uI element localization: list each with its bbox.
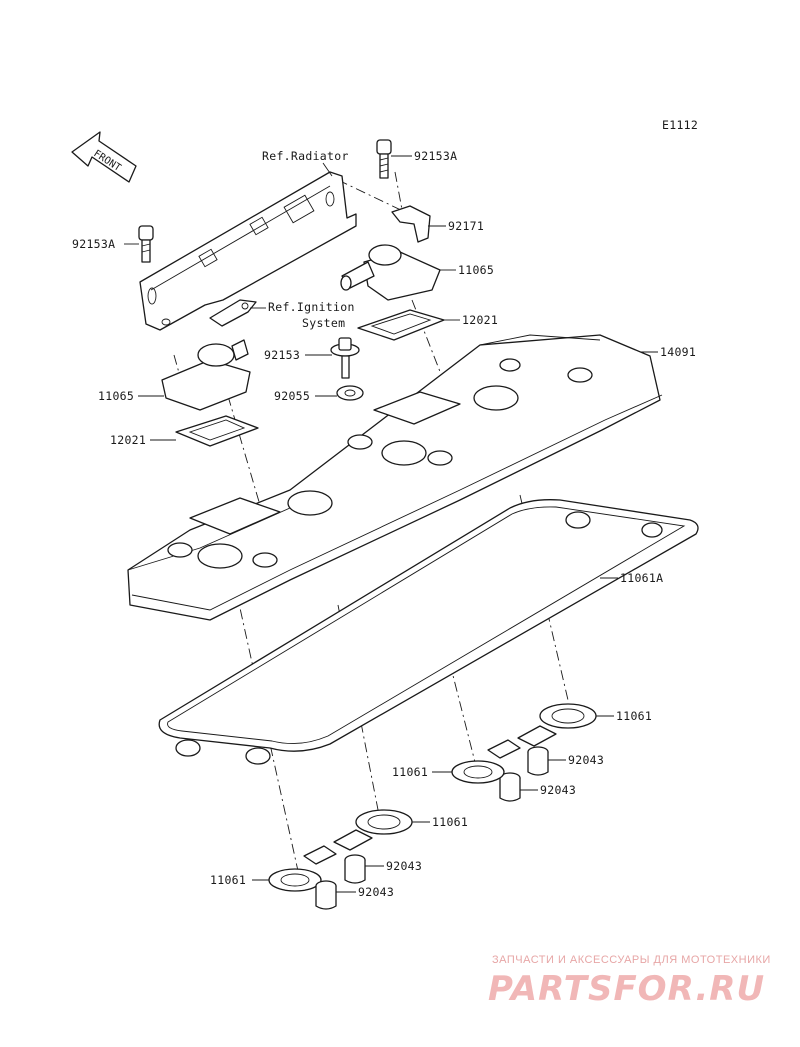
- diagram-code: E1112: [662, 118, 698, 132]
- part-label-92043-c: 92043: [386, 859, 422, 873]
- gasket-12021-left: [175, 415, 259, 447]
- part-label-11061-b: 11061: [392, 765, 428, 779]
- head-cover-14091: [127, 334, 663, 621]
- part-label-11061-c: 11061: [432, 815, 468, 829]
- collar-92043-c: [344, 854, 366, 884]
- part-label-92153A-left: 92153A: [72, 237, 115, 251]
- watermark-brand: PARTSFOR.RU: [488, 969, 765, 1009]
- leader-lines: [124, 155, 658, 893]
- seal-11061-c: [303, 809, 413, 865]
- bolt-92153A-top: [376, 139, 392, 179]
- part-label-92171: 92171: [448, 219, 484, 233]
- part-label-12021-right: 12021: [462, 313, 498, 327]
- collar-92043-b: [499, 772, 521, 802]
- part-label-11061A: 11061A: [620, 571, 663, 585]
- watermark-tagline: ЗАПЧАСТИ И АКСЕССУАРЫ ДЛЯ МОТОТЕХНИКИ: [492, 954, 771, 966]
- bolt-92153A-left: [138, 225, 154, 263]
- part-label-92055: 92055: [274, 389, 310, 403]
- part-label-14091: 14091: [660, 345, 696, 359]
- washer-92055: [336, 385, 364, 401]
- ignition-bracket: [209, 299, 257, 327]
- bolt-92153: [330, 337, 360, 379]
- ref-ignition-label-line1: Ref.Ignition: [268, 300, 355, 314]
- clip-92171: [391, 205, 431, 243]
- cap-11065-left: [161, 339, 251, 411]
- gasket-11061A: [158, 499, 699, 765]
- part-label-92153: 92153: [264, 348, 300, 362]
- part-label-12021-left: 12021: [110, 433, 146, 447]
- part-label-92153A-top: 92153A: [414, 149, 457, 163]
- part-label-92043-d: 92043: [358, 885, 394, 899]
- seal-11061-a: [487, 703, 597, 759]
- seal-11061-b: [451, 760, 505, 784]
- ref-ignition-label-line2: System: [302, 316, 345, 330]
- seal-11061-d: [268, 868, 322, 892]
- radiator-bracket: [139, 171, 357, 331]
- part-label-11065-right: 11065: [458, 263, 494, 277]
- part-label-92043-a: 92043: [568, 753, 604, 767]
- part-label-92043-b: 92043: [540, 783, 576, 797]
- front-arrow-icon: FRONT: [71, 131, 137, 183]
- collar-92043-a: [527, 746, 549, 776]
- gasket-12021-right: [357, 309, 445, 341]
- cap-11065-right: [340, 244, 441, 301]
- part-label-11061-a: 11061: [616, 709, 652, 723]
- part-label-11061-d: 11061: [210, 873, 246, 887]
- ref-radiator-label: Ref.Radiator: [262, 149, 349, 163]
- collar-92043-d: [315, 880, 337, 910]
- part-label-11065-left: 11065: [98, 389, 134, 403]
